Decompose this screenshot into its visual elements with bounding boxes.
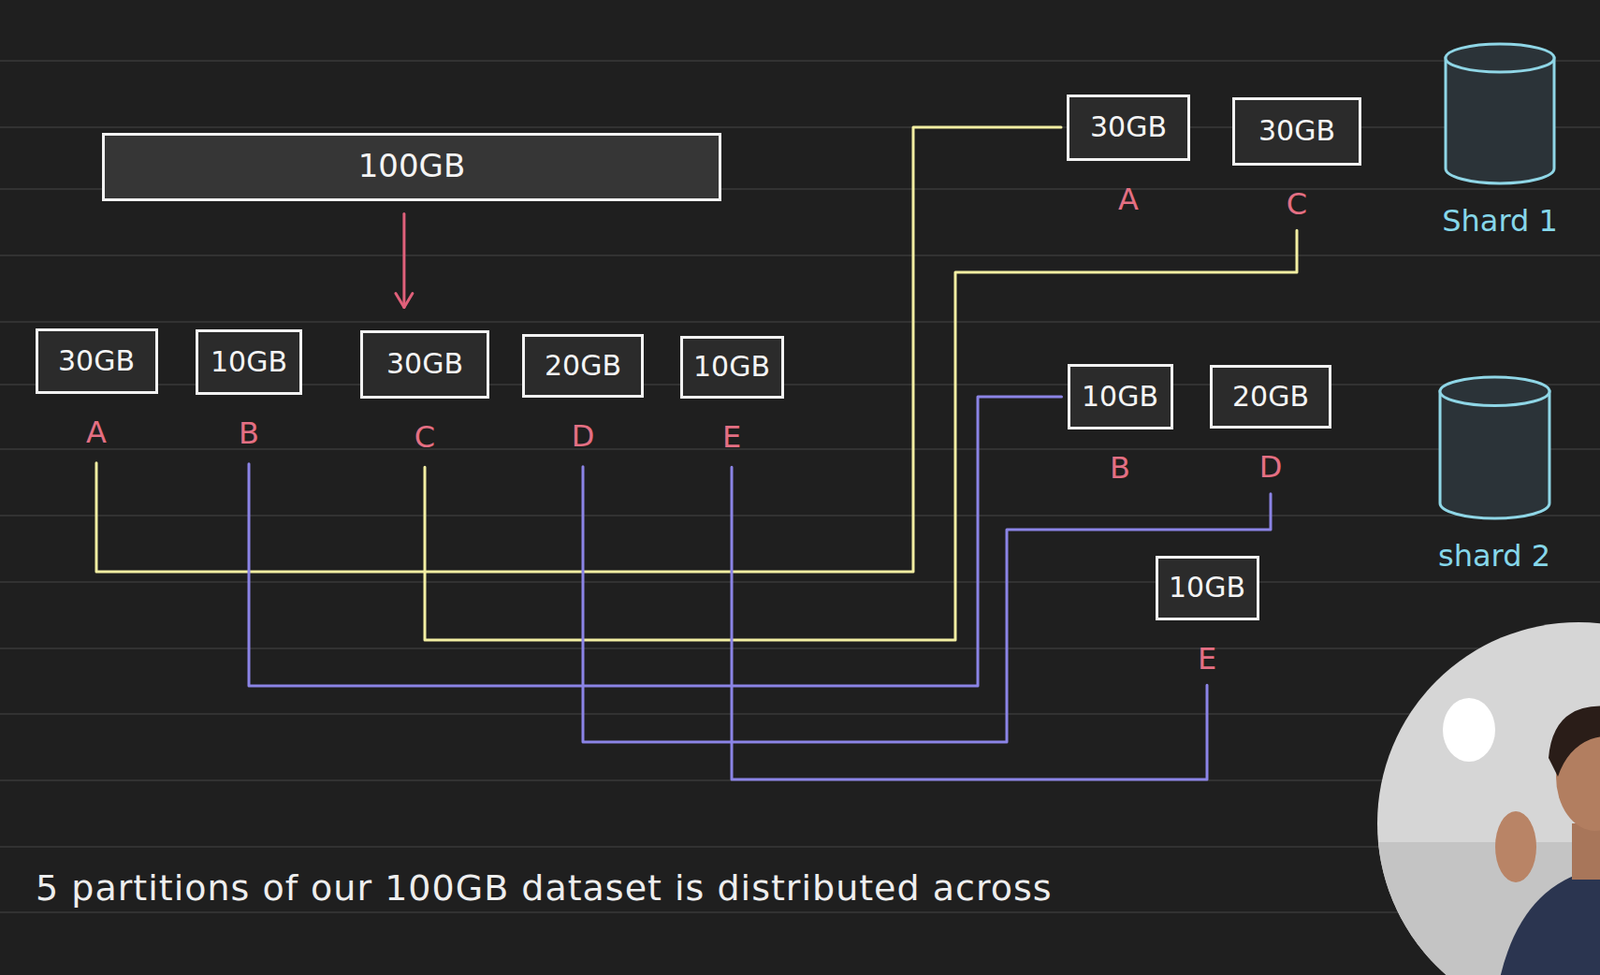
connector-line [582,466,1271,742]
size-label: 30GB [1258,115,1336,148]
ruled-line [0,320,1600,323]
shard-label: shard 2 [1438,538,1551,574]
webcam-hair [1548,706,1600,777]
ruled-line [0,59,1600,62]
ruled-line [0,581,1600,583]
size-label: 100GB [358,147,466,185]
partition-box: 10GBE [680,335,785,399]
partition-letter: B [238,416,260,451]
connector-line [96,127,1062,572]
size-label: 30GB [386,348,464,381]
connector-line [248,396,1062,686]
partition-letter: A [86,415,107,451]
caption: 5 partitions of our 100GB dataset is dis… [35,868,1053,910]
ruled-line [0,845,1600,848]
partition-box: 30GBA [1066,94,1191,161]
partition-letter: D [571,419,596,454]
size-label: 20GB [544,349,622,383]
webcam-shirt [1497,870,1600,975]
webcam-wall-shade [1375,842,1600,975]
arrow-line [402,214,406,308]
database-cylinder: shard 2 [1436,374,1554,521]
connector-line [424,230,1297,640]
partition-box: 20GBD [522,334,644,398]
cylinder-body [1440,391,1550,519]
database-cylinder: Shard 1 [1441,41,1558,186]
partition-box: 10GBB [1067,363,1174,430]
webcam-light [1442,698,1496,762]
partition-letter: C [1286,187,1308,222]
cylinder-body [1445,58,1555,184]
ruled-line [0,712,1600,715]
cylinder-top [1440,377,1550,406]
partition-letter: B [1109,450,1131,486]
partition-letter: E [722,420,742,455]
size-label: 10GB [210,346,288,379]
arrow-head [395,293,413,308]
size-label: 10GB [1168,571,1246,605]
size-label: 30GB [58,345,135,379]
webcam-wall [1375,617,1600,975]
cylinder-outline [1436,374,1554,521]
webcam-neck [1571,823,1600,880]
size-label: 30GB [1090,111,1167,145]
partition-letter: C [414,420,436,455]
partition-box: 30GBA [35,328,159,394]
ruled-line [0,911,1600,914]
size-label: 10GB [1081,380,1159,414]
partition-letter: A [1118,182,1139,218]
partition-box: 20GBD [1209,364,1332,429]
partition-box: 10GBE [1155,555,1260,621]
ruled-line [0,514,1600,517]
cylinder-top [1445,43,1555,73]
partition-box: 30GBC [1232,97,1362,166]
webcam-hand [1495,811,1537,883]
shard-label: Shard 1 [1441,203,1558,239]
connector-line [731,466,1208,780]
webcam-overlay [1375,617,1600,975]
ruled-line [0,254,1600,257]
cylinder-outline [1441,41,1558,186]
size-label: 20GB [1232,380,1310,414]
partition-letter: D [1259,450,1283,485]
partition-box: 30GBC [360,330,490,399]
dataset-box: 100GB [101,132,722,202]
ruled-line [0,647,1600,650]
partition-letter: E [1197,641,1217,677]
partition-box: 10GBB [195,329,303,395]
size-label: 10GB [693,350,771,384]
